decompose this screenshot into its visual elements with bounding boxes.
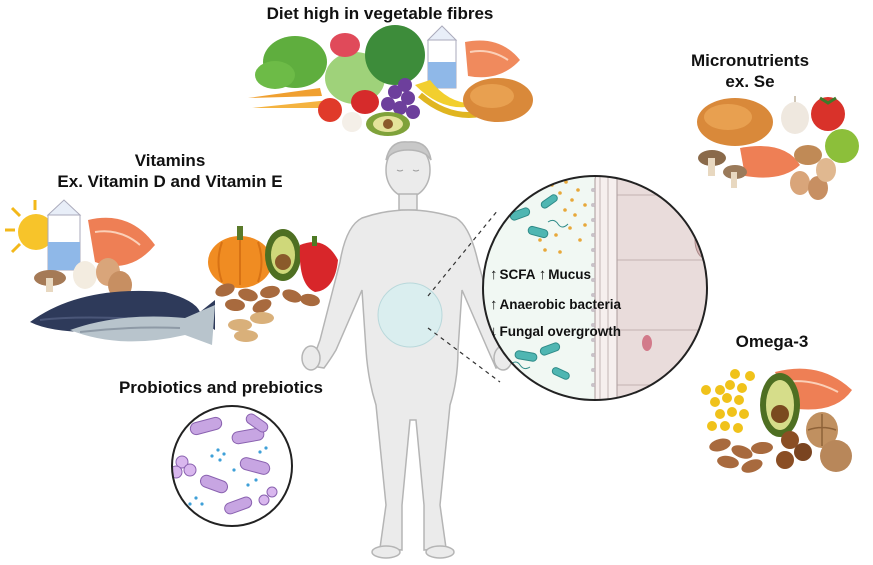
gut-effect-fungal: ↓Fungal overgrowth <box>490 323 621 340</box>
down-arrow-icon: ↓ <box>490 323 498 340</box>
gut-effect-anaerobic: ↑Anaerobic bacteria <box>490 296 621 313</box>
label-micronutrients: Micronutrients ex. Se <box>650 50 850 92</box>
anaerobic-bacteria-label: Anaerobic bacteria <box>499 297 622 312</box>
gut-highlight-circle <box>377 282 443 348</box>
label-vegetable-fibres: Diet high in vegetable fibres <box>266 4 494 23</box>
label-micronutrients-title: Micronutrients <box>690 51 810 70</box>
up-arrow-icon: ↑ <box>490 266 498 283</box>
label-micronutrients-example: ex. Se <box>725 72 775 91</box>
vitamin-foods-illustration <box>5 199 338 345</box>
fungal-overgrowth-label: Fungal overgrowth <box>499 324 622 339</box>
micronutrient-foods-illustration <box>697 96 859 200</box>
gut-zoom-circle <box>482 175 708 401</box>
label-vitamins-examples: Ex. Vitamin D and Vitamin E <box>57 172 283 191</box>
probiotics-microbe-circle <box>171 405 293 527</box>
label-vitamins-title: Vitamins <box>134 151 206 170</box>
vegetable-fibre-foods-illustration <box>248 25 533 136</box>
up-arrow-icon: ↑ <box>538 266 547 283</box>
intestinal-villi <box>594 176 618 400</box>
mucus-label: Mucus <box>548 267 592 282</box>
omega-3-foods-illustration <box>701 368 852 473</box>
gut-bacteria <box>509 194 570 380</box>
gut-effect-scfa-mucus: ↑SCFA ↑Mucus <box>490 266 591 283</box>
face-features <box>396 169 420 172</box>
label-probiotics: Probiotics and prebiotics <box>118 378 324 397</box>
scfa-label: SCFA <box>499 267 536 282</box>
human-body-figure <box>301 141 513 559</box>
label-vitamins: Vitamins Ex. Vitamin D and Vitamin E <box>20 150 320 192</box>
label-omega-3: Omega-3 <box>735 332 809 351</box>
up-arrow-icon: ↑ <box>490 296 498 313</box>
zoom-connector-lines <box>427 209 501 383</box>
